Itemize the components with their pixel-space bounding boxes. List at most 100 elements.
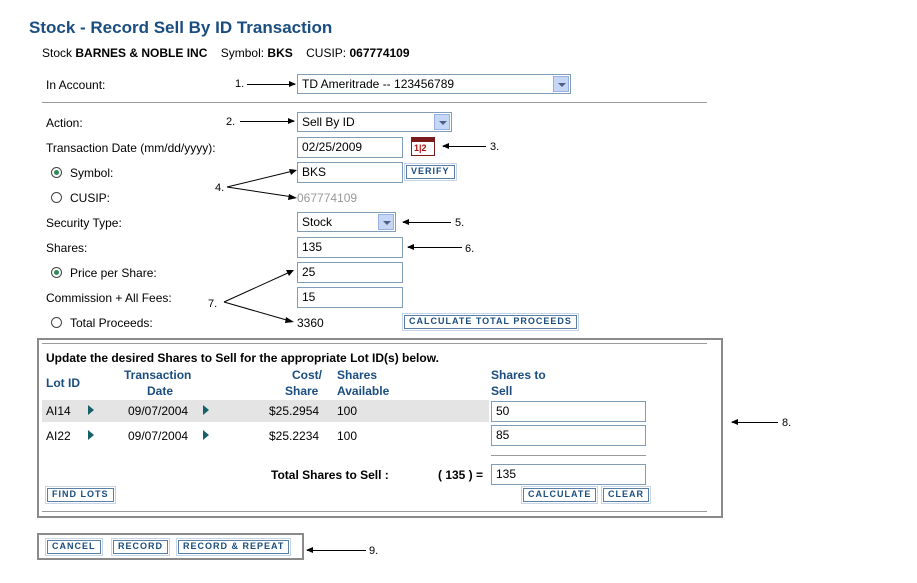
callout-2-arrow	[240, 118, 295, 124]
price-label: Price per Share:	[70, 266, 157, 280]
record-repeat-button[interactable]: RECORD & REPEAT	[175, 538, 292, 556]
lot-date: 09/07/2004	[128, 404, 189, 418]
date-input[interactable]: 02/25/2009	[297, 137, 403, 158]
header-shares-to: Shares to	[491, 368, 546, 382]
cusip-info-value: 067774109	[349, 46, 410, 60]
expand-arrow-icon[interactable]	[88, 405, 94, 415]
fees-label: Commission + All Fees:	[46, 291, 172, 305]
callout-8: 8.	[782, 417, 792, 429]
symbol-info-value: BKS	[267, 46, 293, 60]
shares-label: Shares:	[46, 241, 88, 255]
lots-top-divider	[42, 343, 707, 344]
symbol-label: Symbol:	[70, 166, 114, 180]
lot-sell-input[interactable]: 50	[491, 401, 646, 422]
account-select-value: TD Ameritrade -- 123456789	[302, 77, 455, 91]
header-sell: Sell	[491, 384, 513, 398]
callout-5-arrow	[402, 219, 451, 225]
total-divider	[491, 455, 646, 456]
chevron-down-icon	[378, 214, 394, 230]
cusip-value: 067774109	[297, 191, 358, 205]
callout-9: 9.	[369, 545, 379, 557]
price-input[interactable]: 25	[297, 262, 403, 283]
calendar-icon[interactable]: 1|2	[411, 137, 435, 156]
stock-label: Stock	[42, 46, 73, 60]
callout-6: 6.	[465, 243, 475, 255]
cancel-button[interactable]: CANCEL	[45, 538, 103, 556]
action-select-value: Sell By ID	[302, 115, 355, 129]
symbol-radio[interactable]	[51, 167, 62, 178]
cusip-radio[interactable]	[51, 192, 62, 203]
lot-available: 100	[337, 429, 358, 443]
shares-input[interactable]: 135	[297, 237, 403, 258]
callout-2: 2.	[226, 116, 236, 128]
header-available: Available	[337, 384, 390, 398]
verify-button[interactable]: VERIFY	[404, 163, 457, 181]
header-shares: Shares	[337, 368, 378, 382]
clear-button[interactable]: CLEAR	[601, 486, 651, 504]
find-lots-button[interactable]: FIND LOTS	[45, 486, 116, 504]
chevron-down-icon	[553, 76, 569, 92]
total-shares-input[interactable]: 135	[491, 464, 646, 485]
action-select[interactable]: Sell By ID	[297, 112, 452, 132]
divider	[42, 102, 707, 103]
security-type-select[interactable]: Stock	[297, 212, 396, 232]
callout-3: 3.	[490, 141, 500, 153]
total-shares-label: Total Shares to Sell :	[271, 468, 389, 482]
lot-id: AI14	[46, 404, 71, 418]
header-cost: Cost/	[292, 368, 322, 382]
lot-cost: $25.2234	[269, 429, 320, 443]
action-label: Action:	[46, 116, 83, 130]
account-select[interactable]: TD Ameritrade -- 123456789	[297, 74, 571, 94]
calculate-button[interactable]: CALCULATE	[520, 486, 599, 504]
security-type-label: Security Type:	[46, 216, 122, 230]
lot-sell-input[interactable]: 85	[491, 425, 646, 446]
callout-8-arrow	[731, 419, 778, 425]
page-title: Stock - Record Sell By ID Transaction	[29, 18, 333, 37]
cusip-label: CUSIP:	[70, 191, 111, 205]
chevron-down-icon	[434, 114, 450, 130]
symbol-input[interactable]: BKS	[297, 162, 403, 183]
header-lot-id: Lot ID	[46, 376, 80, 390]
symbol-info-label: Symbol:	[220, 46, 265, 60]
callout-5: 5.	[455, 217, 465, 229]
callout-9-arrow	[306, 547, 366, 553]
callout-1-arrow	[247, 81, 296, 87]
callout-3-arrow	[442, 143, 486, 149]
expand-arrow-icon[interactable]	[203, 430, 209, 440]
lot-id: AI22	[46, 429, 71, 443]
record-button[interactable]: RECORD	[110, 538, 171, 556]
expand-arrow-icon[interactable]	[88, 430, 94, 440]
date-label: Transaction Date (mm/dd/yyyy):	[46, 141, 216, 155]
cusip-info-label: CUSIP:	[306, 46, 347, 60]
lot-date: 09/07/2004	[128, 429, 189, 443]
lot-available: 100	[337, 404, 358, 418]
stock-info: Stock BARNES & NOBLE INC Symbol: BKS CUS…	[42, 46, 410, 60]
callout-1: 1.	[235, 78, 245, 90]
footer-button-bar	[37, 533, 304, 560]
stock-name: BARNES & NOBLE INC	[75, 46, 208, 60]
proceeds-label: Total Proceeds:	[70, 316, 153, 330]
table-row-highlight	[42, 400, 489, 422]
callout-7: 7.	[208, 298, 218, 310]
expand-arrow-icon[interactable]	[203, 405, 209, 415]
callout-4-arrows	[226, 169, 297, 200]
total-shares-paren: ( 135 ) =	[438, 468, 484, 482]
header-transaction: Transaction	[124, 368, 192, 382]
header-share: Share	[285, 384, 319, 398]
lots-panel	[37, 338, 723, 518]
callout-7-arrows	[223, 270, 294, 323]
lots-instruction: Update the desired Shares to Sell for th…	[46, 351, 439, 365]
calculate-proceeds-button[interactable]: CALCULATE TOTAL PROCEEDS	[402, 313, 579, 331]
header-date: Date	[147, 384, 174, 398]
callout-4: 4.	[215, 182, 225, 194]
callout-6-arrow	[407, 244, 462, 250]
fees-input[interactable]: 15	[297, 287, 403, 308]
proceeds-radio[interactable]	[51, 317, 62, 328]
lots-bottom-divider	[42, 511, 707, 512]
account-label: In Account:	[46, 78, 106, 92]
security-type-value: Stock	[302, 215, 333, 229]
lot-cost: $25.2954	[269, 404, 320, 418]
proceeds-value: 3360	[297, 316, 324, 330]
price-radio[interactable]	[51, 267, 62, 278]
calendar-icon-text: 1|2	[414, 143, 427, 153]
